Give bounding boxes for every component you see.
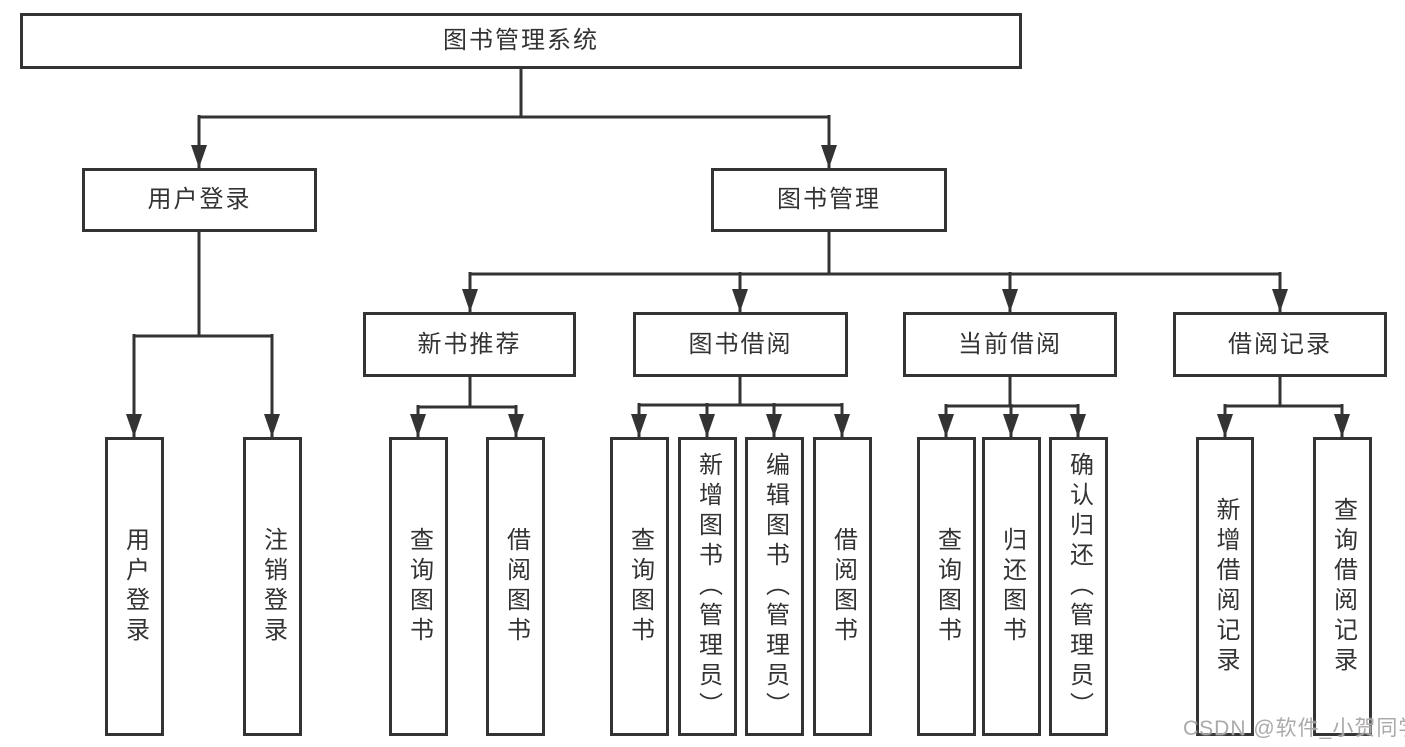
node-borrow-record: 借阅记录 bbox=[1173, 312, 1387, 377]
leaf-borrow-book-2-label: 借阅图书 bbox=[829, 526, 857, 647]
leaf-add-book-admin: 新增图书（管理员） bbox=[678, 437, 737, 736]
node-user-login: 用户登录 bbox=[82, 168, 317, 232]
leaf-query-book-1: 查询图书 bbox=[389, 437, 448, 736]
leaf-query-book-2: 查询图书 bbox=[610, 437, 669, 736]
node-current-borrow: 当前借阅 bbox=[903, 312, 1117, 377]
node-current-borrow-label: 当前借阅 bbox=[958, 330, 1062, 358]
leaf-return-book-label: 归还图书 bbox=[998, 526, 1026, 647]
node-new-book-recommend: 新书推荐 bbox=[363, 312, 576, 377]
node-book-borrow-label: 图书借阅 bbox=[688, 330, 793, 358]
leaf-query-book-3-label: 查询图书 bbox=[933, 526, 961, 647]
leaf-borrow-book-1: 借阅图书 bbox=[486, 437, 545, 736]
leaf-query-borrow-record-label: 查询借阅记录 bbox=[1329, 496, 1357, 677]
csdn-watermark-text: CSDN @软件_小贺同学 bbox=[1183, 717, 1405, 740]
leaf-query-book-2-label: 查询图书 bbox=[626, 526, 654, 647]
node-user-login-label: 用户登录 bbox=[147, 186, 252, 213]
leaf-return-book: 归还图书 bbox=[982, 437, 1041, 736]
leaf-user-login: 用户登录 bbox=[105, 437, 164, 736]
leaf-query-book-3: 查询图书 bbox=[917, 437, 976, 736]
leaf-user-login-label: 用户登录 bbox=[121, 526, 149, 647]
node-book-management-label: 图书管理 bbox=[777, 186, 881, 213]
node-borrow-record-label: 借阅记录 bbox=[1228, 330, 1332, 358]
leaf-add-borrow-record-label: 新增借阅记录 bbox=[1212, 496, 1239, 677]
leaf-logout-label: 注销登录 bbox=[259, 526, 287, 647]
leaf-confirm-return-admin-label: 确认归还（管理员） bbox=[1065, 451, 1093, 722]
leaf-edit-book-admin-label: 编辑图书（管理员） bbox=[761, 451, 789, 722]
node-library-system: 图书管理系统 bbox=[20, 13, 1022, 69]
leaf-add-book-admin-label: 新增图书（管理员） bbox=[694, 451, 722, 722]
leaf-query-book-1-label: 查询图书 bbox=[405, 526, 433, 647]
node-book-management: 图书管理 bbox=[711, 168, 947, 232]
node-book-borrow: 图书借阅 bbox=[633, 312, 848, 377]
leaf-confirm-return-admin: 确认归还（管理员） bbox=[1049, 437, 1108, 736]
leaf-edit-book-admin: 编辑图书（管理员） bbox=[745, 437, 804, 736]
leaf-query-borrow-record: 查询借阅记录 bbox=[1313, 437, 1372, 736]
node-new-book-recommend-label: 新书推荐 bbox=[417, 330, 522, 358]
csdn-watermark: CSDN @软件_小贺同学 bbox=[1183, 712, 1405, 742]
node-library-system-label: 图书管理系统 bbox=[443, 27, 599, 54]
leaf-borrow-book-2: 借阅图书 bbox=[813, 437, 872, 736]
leaf-logout: 注销登录 bbox=[243, 437, 302, 736]
leaf-add-borrow-record: 新增借阅记录 bbox=[1196, 437, 1254, 736]
leaf-borrow-book-1-label: 借阅图书 bbox=[502, 526, 530, 647]
